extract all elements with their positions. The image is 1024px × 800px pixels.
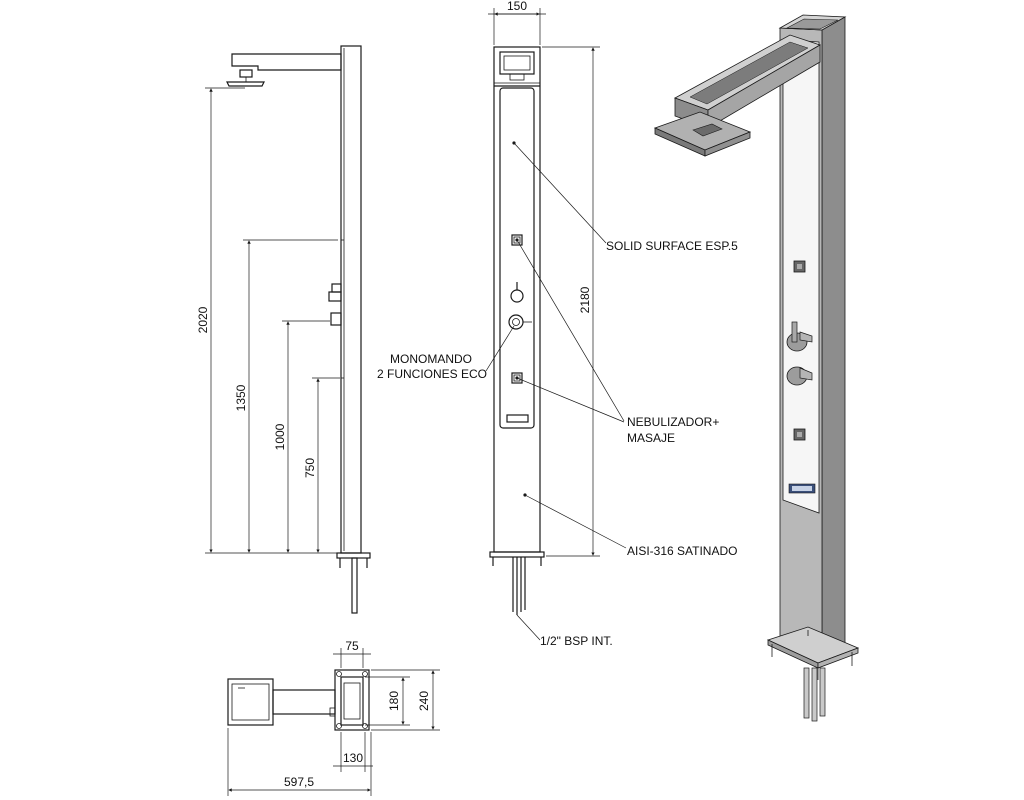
dim-240: 240 (417, 691, 431, 711)
side-shower-head (226, 81, 265, 87)
top-base-plate (334, 669, 370, 731)
side-arm (231, 53, 342, 71)
side-view: 2020 1350 1000 750 (196, 45, 371, 614)
label-bsp: 1/2" BSP INT. (540, 634, 613, 648)
front-view: 150 2180 (485, 0, 627, 641)
dim-2180: 2180 (578, 286, 592, 313)
front-eco-knob (508, 314, 524, 330)
top-view: 75 180 240 130 597,5 (227, 639, 440, 796)
label-masaje: MASAJE (627, 431, 675, 445)
dim-1350: 1350 (234, 384, 248, 411)
dim-2020: 2020 (196, 306, 210, 333)
top-arm-head (227, 678, 274, 726)
iso-solid-panel (782, 39, 820, 514)
iso-render (653, 14, 860, 722)
top-column (340, 676, 364, 726)
front-head-box (499, 51, 535, 75)
dim-180: 180 (387, 691, 401, 711)
dim-150: 150 (507, 0, 527, 13)
front-panel (499, 87, 535, 429)
label-aisi-316: AISI-316 SATINADO (627, 544, 737, 558)
dim-1000: 1000 (273, 423, 287, 450)
front-mixer-lever (510, 289, 524, 303)
label-solid-surface: SOLID SURFACE ESP.5 (606, 239, 738, 253)
front-logo-plate (506, 414, 529, 423)
label-monomando: MONOMANDO (390, 352, 472, 366)
front-column (493, 46, 541, 553)
dim-75: 75 (345, 639, 359, 653)
label-2-funciones-eco: 2 FUNCIONES ECO (377, 367, 487, 381)
dim-750: 750 (303, 458, 317, 478)
front-nozzle-top (511, 234, 523, 246)
front-nozzle-bottom (511, 372, 523, 384)
dim-130: 130 (343, 751, 363, 765)
dim-597-5: 597,5 (284, 775, 314, 789)
label-nebulizador: NEBULIZADOR+ (627, 415, 719, 429)
